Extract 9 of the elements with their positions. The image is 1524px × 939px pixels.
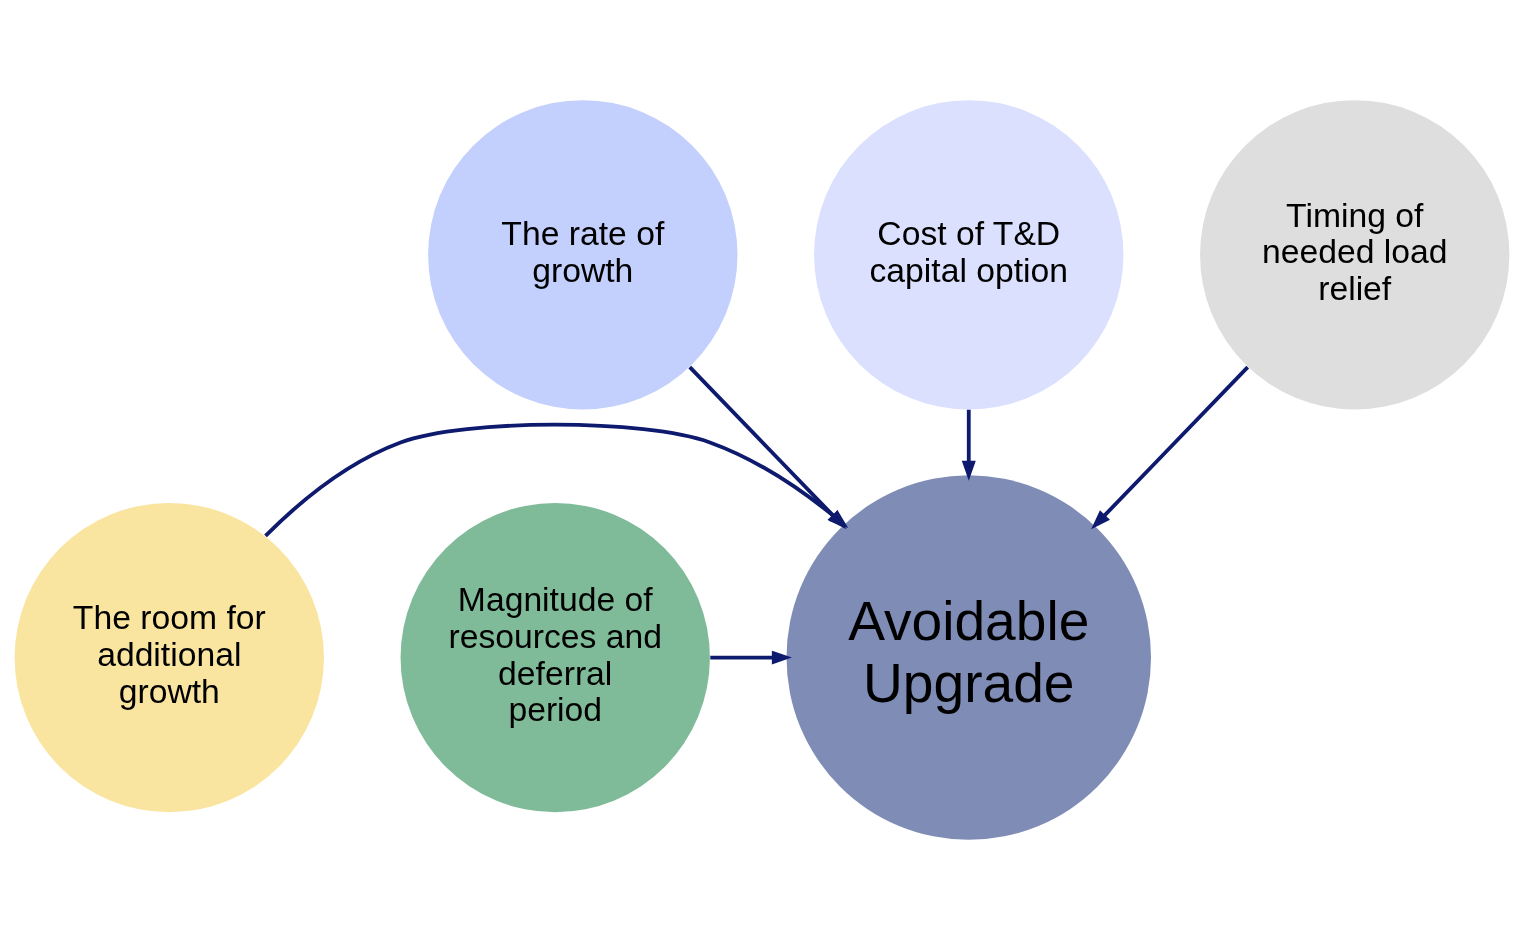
node-circle: Cost of T&D capital option	[814, 99, 1124, 409]
node-circle: The rate of growth	[428, 99, 738, 409]
arrow	[710, 650, 792, 665]
arrow	[961, 409, 976, 481]
node-circle: Magnitude of resources and deferral period	[400, 502, 710, 812]
node-circle: Avoidable Upgrade	[786, 474, 1151, 840]
node-circle: The room for additional growth	[14, 502, 324, 812]
node-circle: Timing of needed load relief	[1200, 99, 1510, 409]
arrow	[1091, 365, 1250, 529]
